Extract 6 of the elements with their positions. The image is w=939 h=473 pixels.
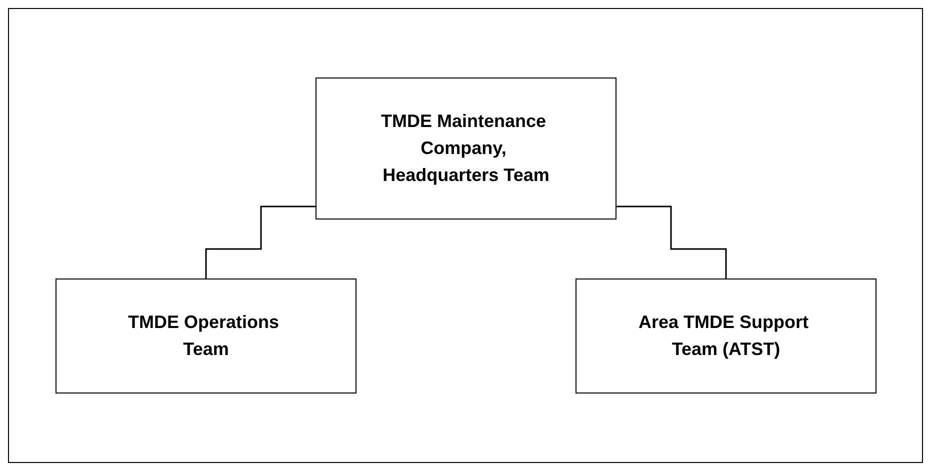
node-box xyxy=(315,78,616,220)
connector xyxy=(616,206,726,280)
diagram-frame: TMDE Maintenance Company, Headquarters Team TMDE Operations Team Area TMDE Support Team (ATST) xyxy=(8,8,923,463)
node-box xyxy=(575,278,876,394)
connector xyxy=(204,206,316,280)
node-box xyxy=(55,278,356,394)
